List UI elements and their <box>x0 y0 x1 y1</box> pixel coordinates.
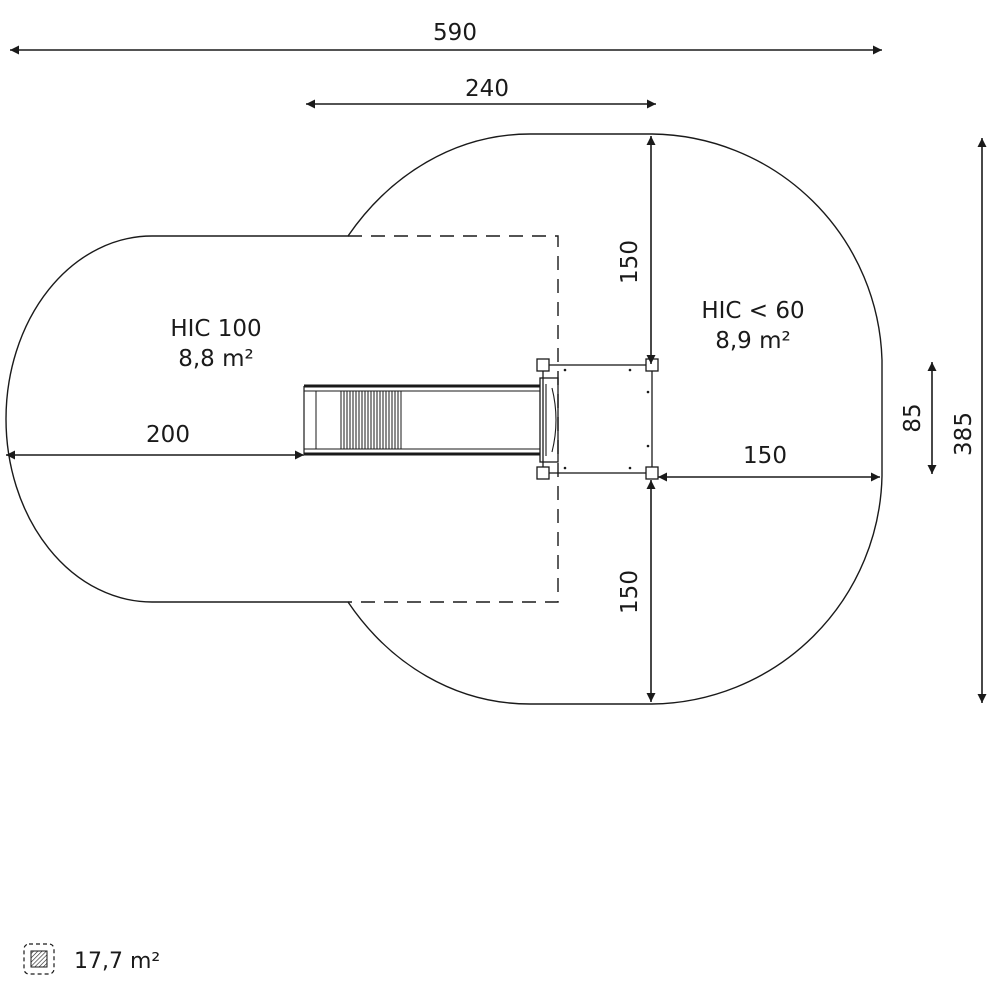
tower-zone-area-label: 8,9 m² <box>715 328 791 354</box>
dim-label-tower-right: 150 <box>743 443 787 469</box>
dim-label-tower-offset: 240 <box>465 76 509 102</box>
dim-label-overall-width: 590 <box>433 20 477 46</box>
tower-zone-hic-label: HIC < 60 <box>701 298 804 324</box>
slide <box>303 384 540 456</box>
safety-zone-outline <box>5 133 883 705</box>
legend-total-area: 17,7 m² <box>74 949 160 974</box>
slide-zone-hic-label: HIC 100 <box>170 316 261 342</box>
slide-zone-area-label: 8,8 m² <box>178 346 254 372</box>
dim-label-tower-bottom: 150 <box>617 570 643 614</box>
dim-label-overall-depth: 385 <box>951 412 977 456</box>
hatched-square-icon <box>23 943 55 975</box>
dim-label-tower-top: 150 <box>617 240 643 284</box>
dim-label-slide-zone-length: 200 <box>146 422 190 448</box>
tower-platform <box>536 358 659 480</box>
dim-label-tower-depth: 85 <box>900 403 926 432</box>
